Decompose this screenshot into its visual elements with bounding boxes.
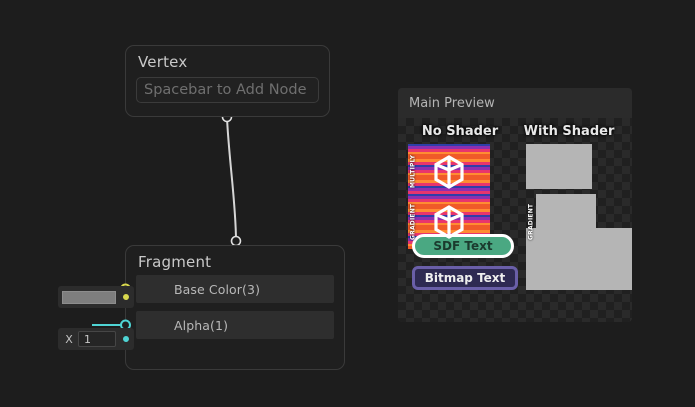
bitmap-text-sample: Bitmap Text: [412, 266, 518, 290]
spacebar-add-node-field[interactable]: Spacebar to Add Node: [136, 77, 319, 103]
base-color-socket-label: Base Color(3): [174, 281, 261, 297]
column-header-no-shader: No Shader: [421, 124, 499, 139]
alpha-axis-label: X: [65, 332, 73, 346]
main-preview-title: Main Preview: [398, 88, 632, 118]
main-preview-body: No Shader With Shader MULTIPLY: [398, 118, 632, 322]
bitmap-text-label: Bitmap Text: [424, 271, 506, 285]
socket-row-alpha[interactable]: Alpha(1): [92, 311, 334, 339]
base-color-output-dot-icon[interactable]: [123, 294, 129, 300]
fragment-node-title: Fragment: [138, 253, 212, 271]
row-label-gradient-shader: GRADIENT: [527, 203, 535, 240]
alpha-output-dot-icon[interactable]: [123, 336, 129, 342]
sdf-text-sample: SDF Text: [412, 234, 514, 258]
socket-row-base-color[interactable]: Base Color(3): [92, 275, 334, 303]
unity-cube-icon: [434, 204, 464, 239]
column-header-with-shader: With Shader: [523, 124, 615, 139]
fragment-node[interactable]: Fragment Base Color(3) Alpha(1): [92, 245, 345, 370]
row-label-gradient: GRADIENT: [409, 203, 417, 240]
vertex-node-title: Vertex: [138, 53, 188, 71]
alpha-wire-stub: [92, 324, 124, 326]
unity-cube-icon: [434, 154, 464, 189]
alpha-value-field[interactable]: 1: [78, 331, 116, 347]
sdf-text-label: SDF Text: [433, 239, 493, 253]
row-label-multiply: MULTIPLY: [409, 154, 417, 189]
main-preview-panel[interactable]: Main Preview No Shader With Shader MULTI…: [398, 88, 632, 322]
alpha-socket-label: Alpha(1): [174, 317, 229, 333]
vertex-node[interactable]: Vertex Spacebar to Add Node: [125, 45, 330, 117]
preview-tile-with-shader-row3: [526, 228, 632, 290]
base-color-input-widget[interactable]: [58, 286, 134, 308]
color-swatch[interactable]: [62, 290, 116, 304]
preview-tile-no-shader-row1: MULTIPLY: [408, 144, 490, 199]
cube-art-row1: [408, 144, 490, 199]
preview-tile-with-shader-row1: [526, 144, 592, 189]
alpha-input-widget[interactable]: X 1: [58, 328, 134, 350]
